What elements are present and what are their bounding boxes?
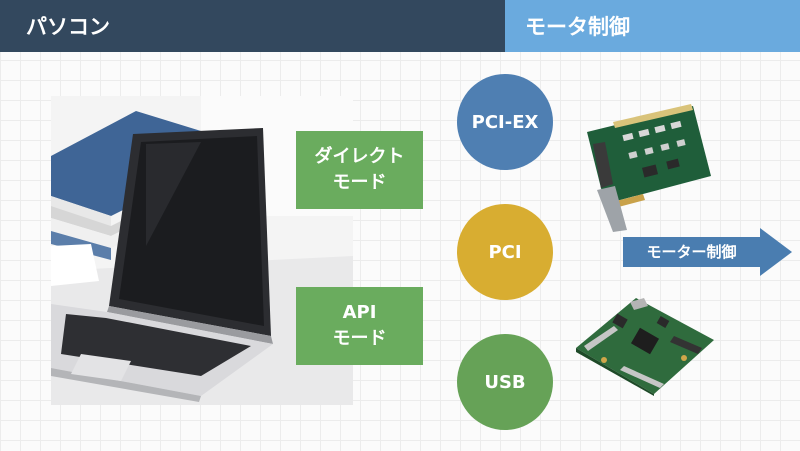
api-mode-line2: モード xyxy=(332,328,387,349)
arrow-label: モーター制御 xyxy=(646,243,737,261)
pci-label: PCI xyxy=(488,241,522,263)
direct-mode-line1: ダイレクト xyxy=(314,146,405,167)
motor-control-header-title: モータ制御 xyxy=(525,15,630,39)
arrow-head-icon xyxy=(760,228,792,276)
api-mode-box: API モード xyxy=(296,287,423,365)
usb-label: USB xyxy=(484,371,526,393)
pc-header-title: パソコン xyxy=(26,15,110,39)
pc-header: パソコン xyxy=(0,0,505,52)
usb-circle: USB xyxy=(457,334,553,430)
motor-control-header: モータ制御 xyxy=(505,0,800,52)
pci-circle: PCI xyxy=(457,204,553,300)
pci-ex-label: PCI-EX xyxy=(471,111,539,133)
pci-ex-circle: PCI-EX xyxy=(457,74,553,170)
motor-control-arrow: モーター制御 xyxy=(623,228,793,276)
arrow-shaft xyxy=(623,237,760,267)
direct-mode-line2: モード xyxy=(332,172,387,193)
pci-express-board-image xyxy=(583,104,713,236)
api-mode-line1: API xyxy=(342,302,377,323)
direct-mode-box: ダイレクト モード xyxy=(296,131,423,209)
usb-board-image xyxy=(574,296,716,400)
